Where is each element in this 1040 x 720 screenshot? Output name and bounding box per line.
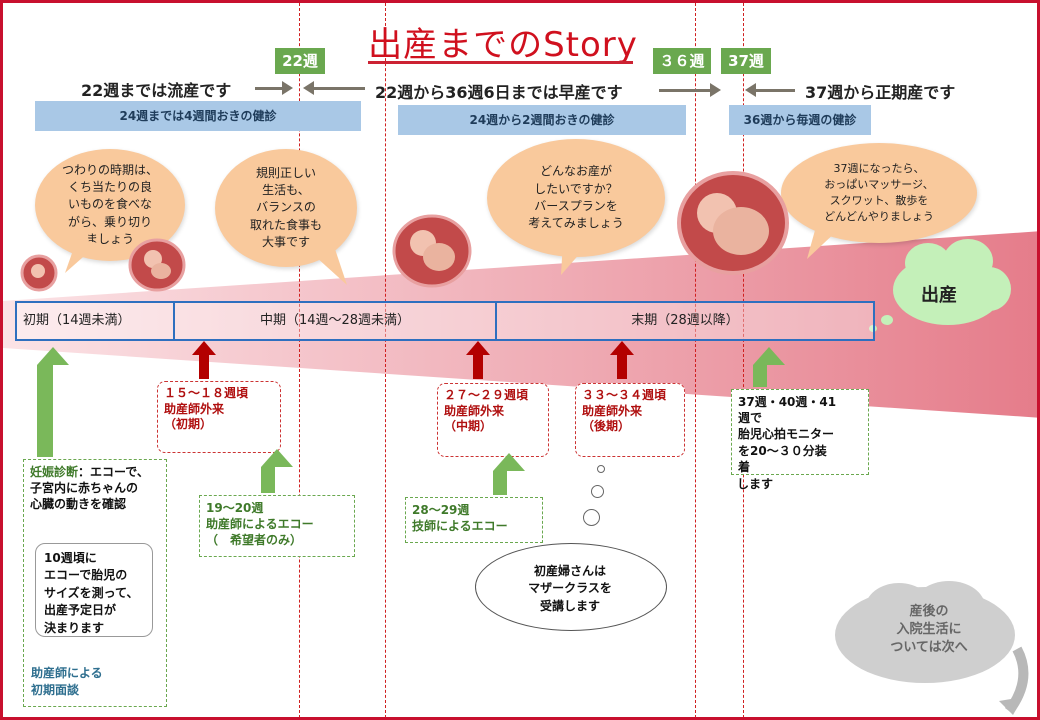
bubble-37weeks-exercise: 37週になったら、 おっぱいマッサージ、 スクワット、散歩を どんどんやりましょ…	[781, 143, 977, 243]
echo-midwife-box: 19～20週 助産師によるエコー （ 希望者のみ）	[199, 495, 355, 557]
bubble-healthy-life: 規則正しい 生活も、 バランスの 取れた食事も 大事です	[215, 149, 357, 267]
green-arrow-echo2	[493, 453, 525, 495]
checkup-every2weeks: 24週から2週間おきの健診	[398, 105, 686, 135]
bubble3-tail	[561, 241, 589, 275]
checkup-weekly: 36週から毎週の健診	[729, 105, 871, 135]
bubble-birth-plan-text: どんなお産が したいですか？ バースプランを 考えてみましょう	[528, 164, 624, 231]
timeline-band	[3, 231, 1037, 418]
arrow-fullterm	[745, 83, 795, 97]
arrow-premature-left	[303, 81, 365, 95]
birth-label: 出産	[921, 285, 957, 306]
mother-class-cloud	[475, 543, 667, 631]
midwife-visit-late: ３３～３４週頃 助産師外来 （後期）	[575, 383, 685, 457]
week37-line	[743, 3, 744, 717]
bubble2-tail	[305, 243, 347, 285]
bubble-birth-plan: どんなお産が したいですか？ バースプランを 考えてみましょう	[487, 139, 665, 257]
green-arrow-monitor	[753, 347, 785, 387]
red-arrow-visit1	[192, 341, 216, 379]
birth-cloud-dot1	[881, 315, 893, 325]
green-arrow-pregnancy	[37, 347, 69, 457]
fetal-monitor-tail: します	[737, 477, 774, 491]
premature-label: 22週から36週6日までは早産です	[375, 83, 623, 102]
thought-dot-3	[583, 509, 600, 526]
week36-line	[695, 3, 696, 717]
bubble-37weeks-exercise-text: 37週になったら、 おっぱいマッサージ、 スクワット、散歩を どんどんやりましょ…	[824, 162, 934, 223]
fetus-mid-icon	[392, 214, 472, 288]
echo-tech-box: 28～29週 技師によるエコー	[405, 497, 543, 543]
fetus-late-icon	[677, 171, 789, 275]
midwife-visit-middle: ２７～２９週頃 助産師外来 （中期）	[437, 383, 549, 457]
green-arrow-echo1	[261, 449, 293, 493]
red-arrow-visit2	[466, 341, 490, 379]
title-underline	[368, 61, 633, 64]
red-arrow-visit3	[610, 341, 634, 379]
mother-class-text: 初産婦さんは マザークラスを 受講します	[528, 564, 612, 613]
arrow-miscarriage	[255, 81, 293, 95]
fullterm-label: 37週から正期産です	[805, 83, 956, 102]
badge-week36: ３６週	[653, 48, 711, 74]
page-title: 出産までのStory	[368, 25, 638, 65]
first-interview-note: 助産師による 初期面談	[31, 666, 103, 697]
bubble4-tail	[807, 223, 839, 259]
thought-dot-2	[591, 485, 604, 498]
fetal-monitor-box: 37週・40週・41 週で 胎児心拍モニター を20～３０分装 着	[731, 389, 869, 475]
birth-cloud-puff3	[967, 267, 1011, 311]
stage-early: 初期（14週未満）	[17, 303, 175, 339]
thought-dot-1	[597, 465, 605, 473]
badge-week22: 22週	[275, 48, 325, 74]
stage-bar: 初期（14週未満） 中期（14週～28週未満） 末期（28週以降）	[15, 301, 875, 341]
bubble-healthy-life-text: 規則正しい 生活も、 バランスの 取れた食事も 大事です	[249, 165, 322, 250]
pregnancy-diagnosis-label: 妊娠診断	[30, 465, 79, 479]
checkup-every4weeks: 24週までは4週間おきの健診	[35, 101, 361, 131]
week24-line	[385, 3, 386, 717]
next-page-cloud	[835, 581, 1029, 715]
arrow-premature-right	[659, 83, 721, 97]
miscarriage-label: 22週までは流産です	[81, 81, 232, 100]
stage-middle: 中期（14週～28週未満）	[175, 303, 497, 339]
midwife-visit-early: １５～１８週頃 助産師外来 （初期）	[157, 381, 281, 453]
week22-line	[299, 3, 300, 717]
bubble1-tail	[65, 239, 99, 273]
badge-week37: 37週	[721, 48, 771, 74]
stage-late: 末期（28週以降）	[631, 313, 739, 328]
fetus-early-icon	[20, 254, 58, 292]
bubble-morning-sickness-text: つわりの時期は、 くち当たりの良 いものを食べな がら、乗り切り ましょう	[61, 162, 158, 247]
fetus-16weeks-icon	[128, 238, 186, 292]
next-page-note: 産後の 入院生活に ついては次へ	[890, 604, 968, 656]
due-date-note: 10週頃に エコーで胎児の サイズを測って、 出産予定日が 決まります	[35, 543, 153, 637]
